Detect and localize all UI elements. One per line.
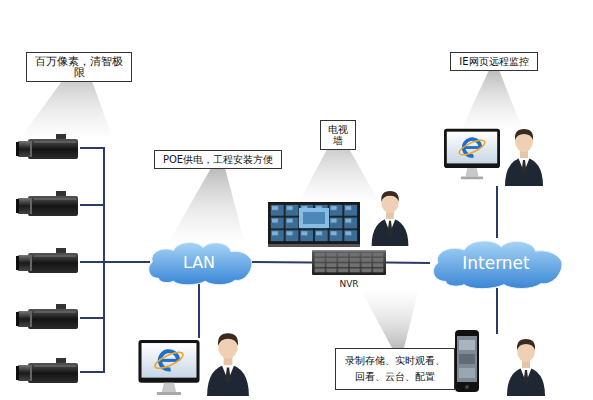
tv-wall — [268, 244, 360, 247]
network-label: LAN — [183, 253, 215, 272]
nvr-rack — [312, 250, 386, 252]
operators — [207, 129, 545, 396]
tv-wall — [299, 208, 329, 228]
camera-bus-wire — [198, 284, 200, 338]
callout-text: 百万像素，清智极限 — [31, 56, 127, 78]
ip-cameras — [16, 248, 78, 273]
network-cloud: LAN — [146, 238, 252, 286]
spotlight-beams — [462, 70, 522, 128]
ip-cameras — [16, 304, 78, 329]
mobile-phone — [465, 385, 469, 389]
tv-wall — [268, 202, 360, 247]
network-label: Internet — [462, 253, 530, 273]
nvr-rack — [312, 250, 386, 275]
mobile-phone — [459, 340, 475, 350]
callout-text: 电视墙 — [325, 124, 351, 146]
callout-box: 录制存储、实时观看、 回看、云台、配置 — [335, 348, 455, 390]
ip-cameras — [16, 134, 78, 159]
spotlight-beams — [22, 70, 522, 348]
callout-box: POE供电，工程安装方便 — [154, 150, 282, 169]
mobile-phone — [459, 354, 475, 364]
camera-bus-wire — [80, 147, 497, 373]
spotlight-beams — [170, 168, 244, 240]
operators — [505, 129, 543, 186]
computers — [138, 340, 199, 395]
callout-text: 录制存储、实时观看、 回看、云台、配置 — [344, 353, 446, 385]
drive-bays — [314, 252, 384, 273]
tv-wall — [303, 212, 325, 224]
ip-cameras — [16, 191, 78, 216]
device-label: NVR — [312, 279, 386, 289]
mobile-phone — [457, 336, 477, 382]
mobile-phone — [455, 330, 479, 392]
cloud-shape — [433, 241, 562, 289]
callout-text: IE网页远程监控 — [455, 56, 533, 67]
nvr-recorder: NVR — [312, 250, 386, 275]
operators — [372, 191, 409, 246]
tv-wall — [268, 202, 360, 244]
spotlight-beams — [362, 292, 418, 348]
network-link — [386, 262, 430, 265]
callout-box: 百万像素，清智极限 — [26, 52, 132, 82]
cloud-shape — [149, 242, 252, 284]
mobile-phone — [455, 330, 479, 392]
ip-cameras — [16, 134, 78, 383]
operators — [207, 333, 249, 396]
network-link — [252, 261, 312, 264]
callout-text: POE供电，工程安装方便 — [159, 154, 277, 165]
mobile-phone — [459, 368, 475, 378]
computers — [444, 129, 500, 179]
callout-box: 电视墙 — [320, 120, 356, 150]
ip-cameras — [16, 358, 78, 383]
nvr-rack — [312, 250, 386, 275]
operators — [507, 339, 545, 396]
callout-box: IE网页远程监控 — [450, 52, 538, 71]
camera-bus-wire — [80, 147, 150, 373]
network-cloud: Internet — [430, 236, 562, 290]
tv-wall — [270, 204, 358, 242]
